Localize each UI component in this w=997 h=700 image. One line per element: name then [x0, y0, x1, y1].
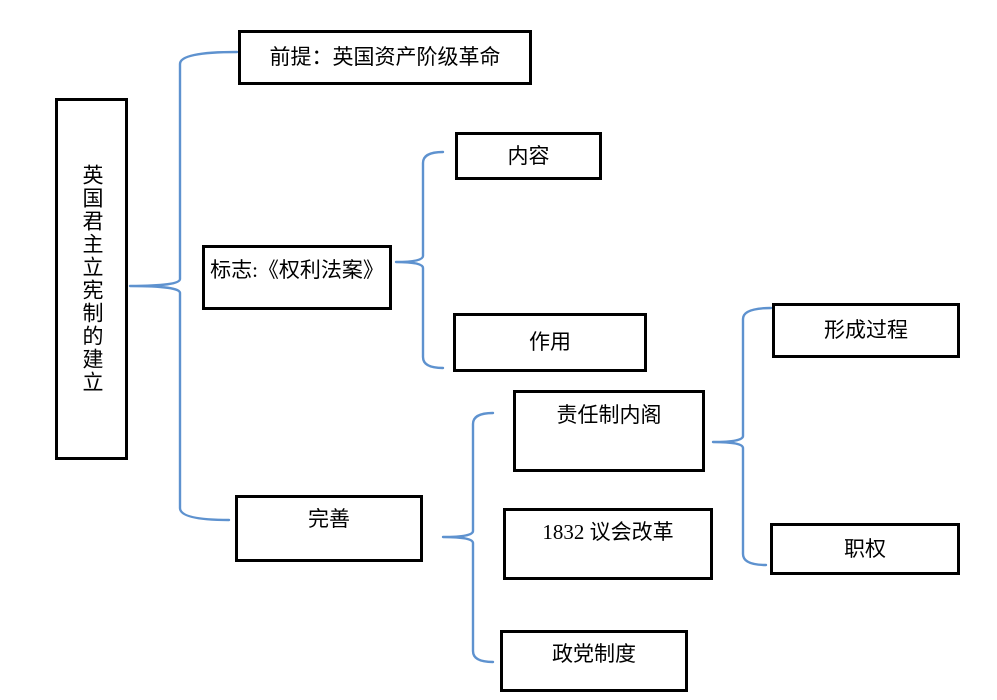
node-mark: 标志:《权利法案》 [202, 245, 392, 310]
node-perfect-label: 完善 [308, 507, 350, 531]
node-mark-label: 标志:《权利法案》 [210, 258, 384, 282]
node-function-label: 作用 [529, 330, 571, 354]
node-root-title: 英国君主立宪制的建立 [55, 98, 128, 460]
node-reform: 1832 议会改革 [503, 508, 713, 580]
node-authority-label: 职权 [844, 536, 886, 561]
node-party-label: 政党制度 [552, 642, 636, 666]
node-authority: 职权 [770, 523, 960, 575]
node-content-label: 内容 [507, 143, 550, 168]
node-premise-label: 前提：英国资产阶级革命 [269, 45, 501, 69]
node-function: 作用 [453, 313, 647, 372]
node-formation: 形成过程 [772, 303, 960, 358]
node-content: 内容 [455, 132, 602, 180]
node-cabinet-label: 责任制内阁 [556, 403, 662, 427]
brace-cabinet-to-children [711, 306, 773, 567]
node-party: 政党制度 [500, 630, 688, 692]
brace-mark-to-children [394, 150, 445, 370]
node-reform-label: 1832 议会改革 [542, 520, 674, 544]
node-perfect: 完善 [235, 495, 423, 562]
node-cabinet: 责任制内阁 [513, 390, 705, 472]
node-formation-label: 形成过程 [824, 318, 908, 342]
node-root-label: 英国君主立宪制的建立 [80, 164, 104, 394]
brace-perfect-to-children [441, 411, 495, 664]
node-premise: 前提：英国资产阶级革命 [238, 30, 532, 85]
